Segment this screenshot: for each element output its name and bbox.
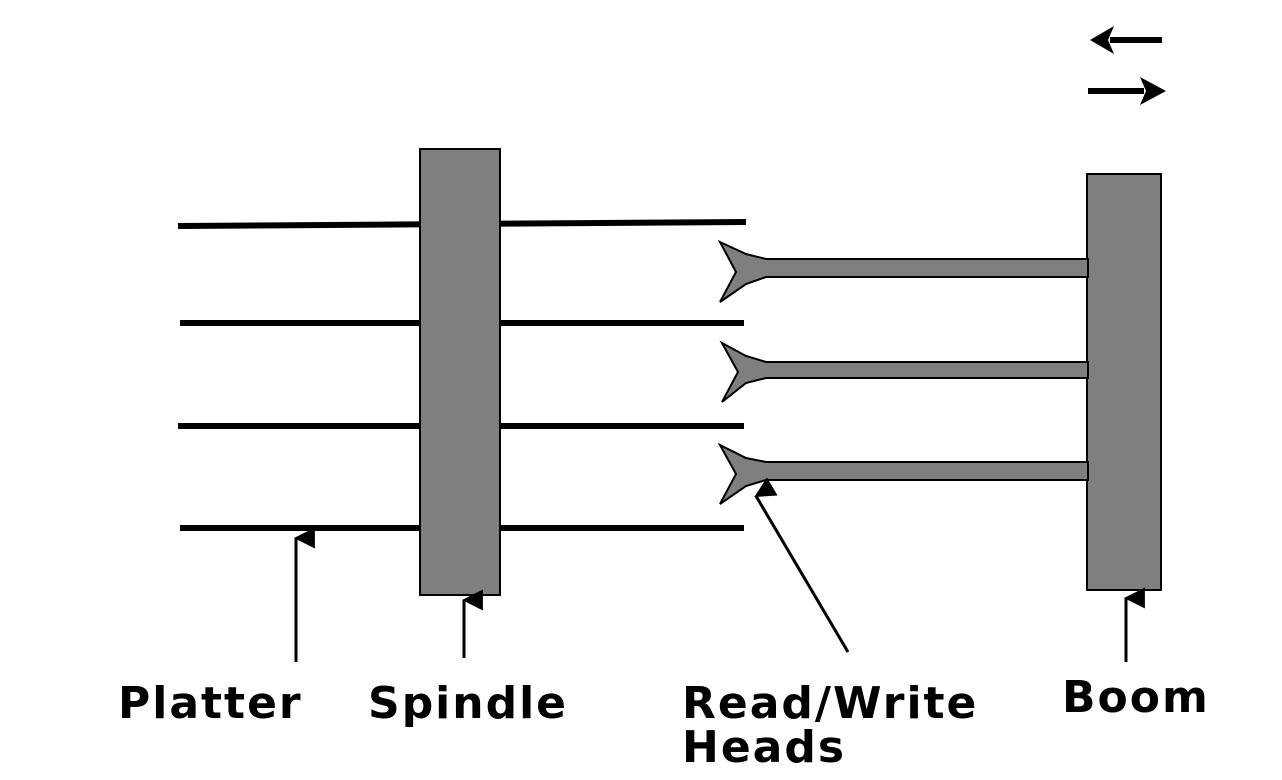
head-arm-1	[717, 239, 1089, 303]
arrow-left-icon	[1090, 26, 1162, 54]
head-arm-3	[717, 442, 1089, 505]
head-arm-2	[719, 340, 1089, 403]
pointers	[293, 477, 1145, 662]
boom-label: Boom	[1062, 672, 1210, 723]
arrow-right-icon	[1088, 77, 1166, 105]
platter-label: Platter	[118, 678, 303, 729]
boom	[1086, 173, 1162, 591]
heads-pointer	[754, 477, 850, 653]
heads-label-line-1: Read/Write	[682, 678, 978, 729]
spindle-label: Spindle	[368, 678, 568, 729]
spindle	[419, 148, 501, 596]
heads-label-line-2: Heads	[682, 722, 846, 773]
